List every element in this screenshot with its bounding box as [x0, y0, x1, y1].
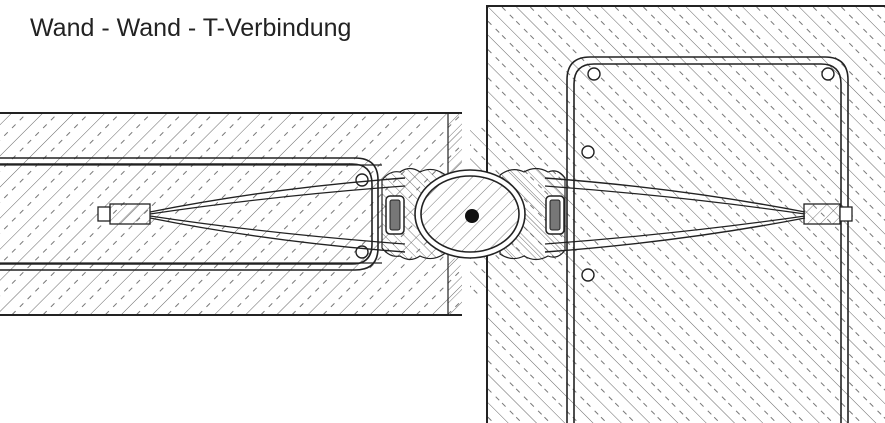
- left-rebar-top: [355, 173, 369, 187]
- left-wall-groove: [447, 113, 462, 315]
- right-crimp-sleeve: [803, 203, 853, 225]
- right-rebar-loop: [566, 56, 849, 423]
- right-rebar-low: [581, 268, 595, 282]
- left-rebar-loop: [0, 157, 379, 271]
- center-loop: [414, 169, 526, 259]
- wire-rope-left: [149, 177, 406, 253]
- left-clamp: [385, 195, 405, 235]
- right-rebar-top-right: [821, 67, 835, 81]
- diagram-title: Wand - Wand - T-Verbindung: [30, 14, 352, 42]
- right-rebar-mid: [581, 145, 595, 159]
- center-bar: [465, 209, 479, 223]
- left-crimp-sleeve: [97, 203, 151, 225]
- right-rebar-top-left: [587, 67, 601, 81]
- right-clamp: [545, 195, 565, 235]
- wire-rope-right: [544, 177, 806, 253]
